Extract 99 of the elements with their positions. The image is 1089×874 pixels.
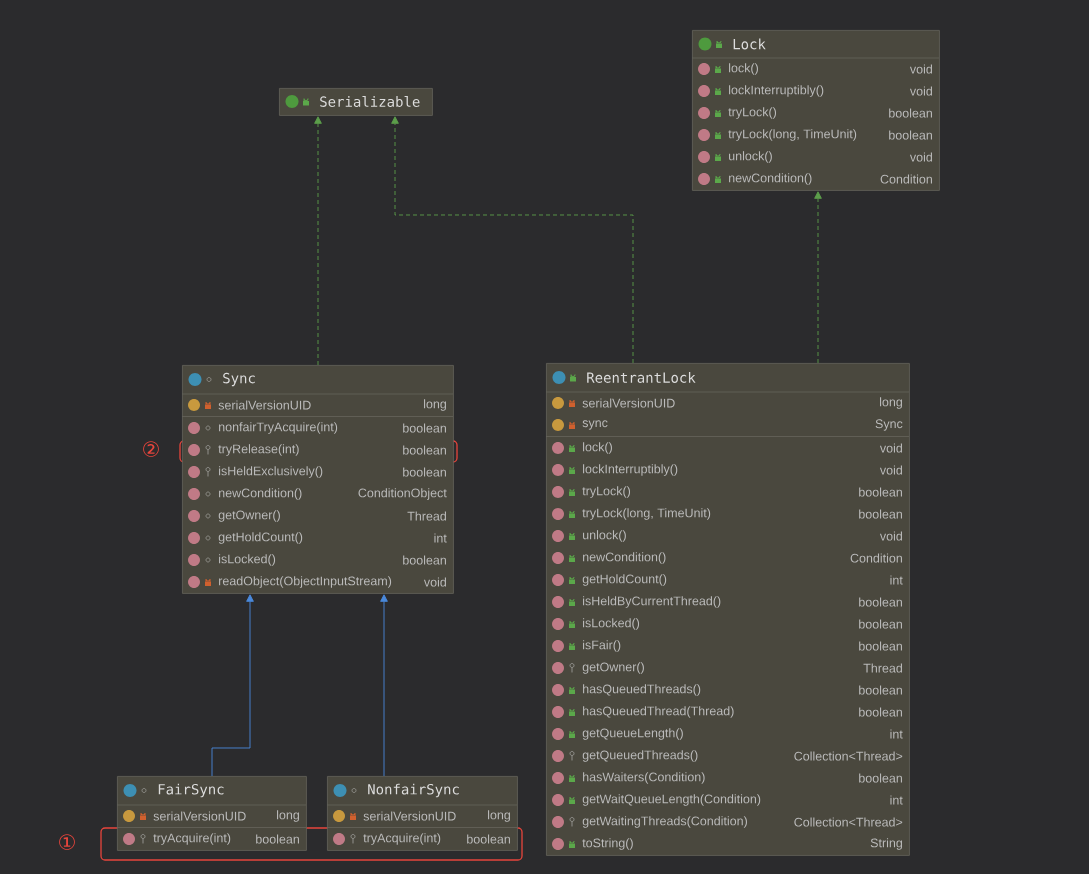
type-name: boolean xyxy=(889,130,932,140)
member-name: nonfairTryAcquire(int) xyxy=(219,422,338,434)
member-name: tryRelease(int) xyxy=(218,444,299,456)
type-name: boolean xyxy=(403,423,446,433)
type-name: long xyxy=(277,810,299,822)
member-name: lockInterruptibly() xyxy=(583,464,678,476)
type-name: void xyxy=(879,465,902,475)
type-name: Thread xyxy=(863,663,902,673)
member-name: hasQueuedThread(Thread) xyxy=(583,706,734,718)
member-name: isLocked() xyxy=(219,554,276,566)
type-name: Collection<Thread> xyxy=(794,751,903,761)
member-name: isLocked() xyxy=(583,618,640,630)
member-name: getOwner() xyxy=(218,510,280,522)
member-name: tryLock(long, TimeUnit) xyxy=(582,508,711,520)
member-name: serialVersionUID xyxy=(218,400,311,410)
type-name: boolean xyxy=(403,467,446,477)
type-name: boolean xyxy=(889,108,932,118)
member-name: getQueuedThreads() xyxy=(582,750,698,762)
type-name: void xyxy=(909,152,932,162)
arrow xyxy=(380,594,388,777)
type-name: Condition xyxy=(850,553,902,563)
member-name: tryAcquire(int) xyxy=(153,833,231,845)
member-name: newCondition() xyxy=(219,488,302,500)
callout-number: ① xyxy=(59,834,75,850)
member-name: newCondition() xyxy=(729,173,812,185)
class-name: ReentrantLock xyxy=(587,372,696,383)
member-name: getOwner() xyxy=(582,662,644,674)
member-name: unlock() xyxy=(729,151,772,163)
type-name: void xyxy=(423,577,446,587)
member-name: lockInterruptibly() xyxy=(729,85,824,97)
member-name: serialVersionUID xyxy=(582,398,675,408)
type-name: void xyxy=(909,86,932,96)
class-name: FairSync xyxy=(158,783,224,798)
type-name: Thread xyxy=(407,511,446,521)
type-name: boolean xyxy=(403,445,446,455)
type-name: boolean xyxy=(859,597,902,607)
class-name: NonfairSync xyxy=(368,783,459,798)
member-name: tryAcquire(int) xyxy=(363,833,441,845)
type-name: ConditionObject xyxy=(358,488,447,500)
member-name: tryLock() xyxy=(582,486,631,498)
class-box xyxy=(545,363,910,856)
type-name: long xyxy=(424,399,446,411)
class-box xyxy=(181,365,454,594)
class-box xyxy=(116,776,307,851)
type-name: int xyxy=(434,533,447,543)
member-name: lock() xyxy=(729,63,758,75)
class-name: Lock xyxy=(733,38,766,50)
type-name: String xyxy=(870,838,902,850)
type-name: void xyxy=(909,64,932,74)
type-name: boolean xyxy=(403,555,446,565)
type-name: long xyxy=(880,397,902,409)
member-name: isFair() xyxy=(583,640,621,652)
member-name: getHoldCount() xyxy=(218,532,303,544)
member-name: lock() xyxy=(583,442,612,454)
arrow xyxy=(391,116,634,364)
member-name: getWaitingThreads(Condition) xyxy=(582,816,747,828)
type-name: boolean xyxy=(859,685,902,695)
member-name: readObject(ObjectInputStream) xyxy=(219,576,392,588)
type-name: int xyxy=(890,795,903,805)
type-name: boolean xyxy=(467,834,510,844)
member-name: getHoldCount() xyxy=(582,574,667,586)
member-name: hasWaiters(Condition) xyxy=(583,772,705,784)
member-name: getWaitQueueLength(Condition) xyxy=(582,794,761,806)
type-name: boolean xyxy=(859,773,902,783)
type-name: void xyxy=(879,443,902,453)
member-name: tryLock(long, TimeUnit) xyxy=(728,129,857,141)
callout-number: ② xyxy=(143,441,159,457)
arrow xyxy=(314,116,322,366)
member-name: unlock() xyxy=(583,530,626,542)
type-name: int xyxy=(890,575,903,585)
member-name: sync xyxy=(582,420,608,430)
class-name: Sync xyxy=(223,372,255,387)
type-name: boolean xyxy=(859,707,902,717)
class-box xyxy=(326,776,518,851)
type-name: long xyxy=(488,810,510,822)
type-name: Sync xyxy=(875,419,903,431)
member-name: isHeldByCurrentThread() xyxy=(583,596,721,608)
member-name: toString() xyxy=(582,838,633,850)
type-name: Condition xyxy=(880,174,932,184)
type-name: boolean xyxy=(859,619,902,629)
member-name: getQueueLength() xyxy=(582,728,683,740)
class-box xyxy=(279,88,433,116)
member-name: isHeldExclusively() xyxy=(219,466,323,478)
class-box xyxy=(691,30,940,191)
type-name: boolean xyxy=(859,487,902,497)
member-name: serialVersionUID xyxy=(153,811,246,821)
type-name: void xyxy=(879,531,902,541)
arrow xyxy=(814,191,822,364)
member-name: newCondition() xyxy=(583,552,666,564)
type-name: int xyxy=(890,729,903,739)
type-name: boolean xyxy=(256,834,299,844)
type-name: boolean xyxy=(859,509,902,519)
member-name: serialVersionUID xyxy=(363,811,456,821)
type-name: Collection<Thread> xyxy=(794,817,903,827)
class-name: Serializable xyxy=(320,96,420,107)
member-name: tryLock() xyxy=(728,107,777,119)
member-name: hasQueuedThreads() xyxy=(583,684,701,696)
arrow xyxy=(211,594,254,777)
type-name: boolean xyxy=(859,641,902,651)
